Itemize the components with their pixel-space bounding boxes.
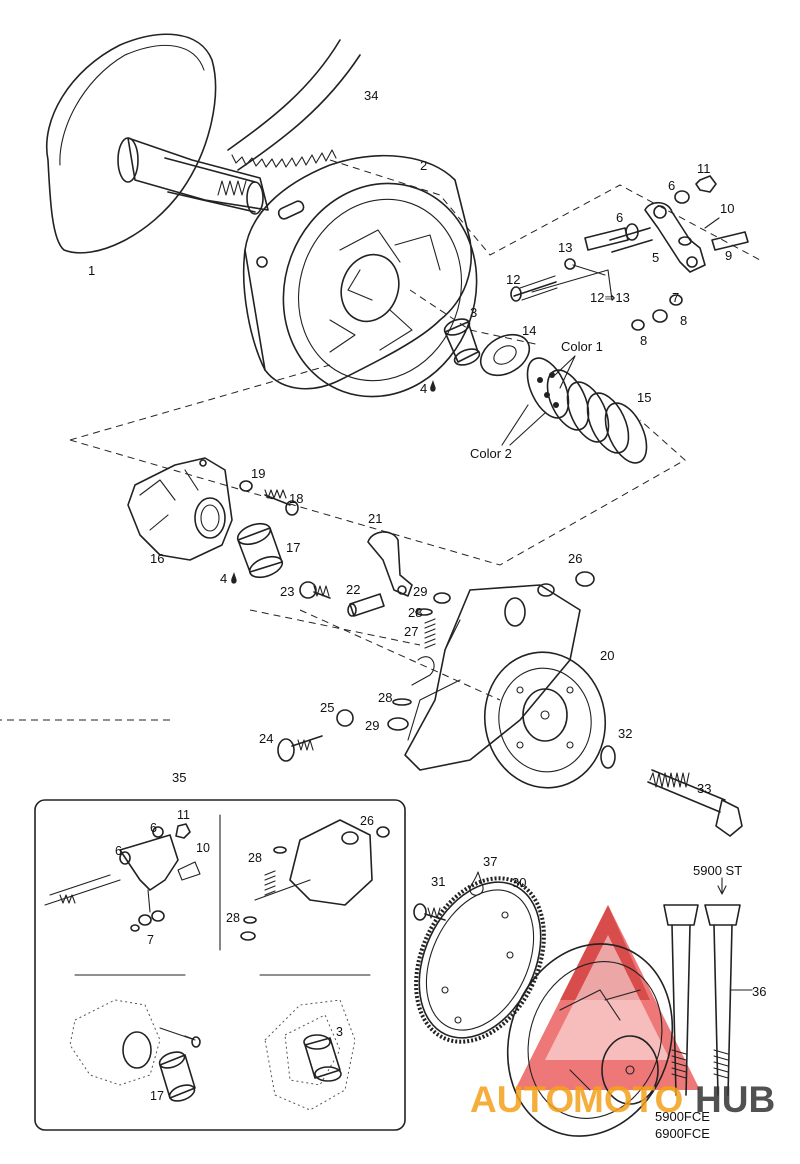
callout-32: 32 (618, 726, 632, 741)
watermark-part2: MOTO (573, 1079, 683, 1120)
part-29-cap-upper (433, 592, 451, 604)
part-26-nut (575, 571, 595, 587)
inset-callout-26: 26 (360, 814, 374, 828)
callout-3: 3 (470, 305, 477, 320)
part-34-drive-belt (227, 39, 361, 171)
watermark-part1: AUTO (470, 1079, 574, 1120)
inset-callout-28b: 28 (226, 911, 240, 925)
callout-4a: 4 (420, 381, 427, 396)
callout-16: 16 (150, 551, 164, 566)
lower-pulley-assembly (506, 943, 674, 1137)
callout-8b: 8 (640, 333, 647, 348)
callout-13: 13 (558, 240, 572, 255)
callout-18: 18 (289, 491, 303, 506)
callout-1: 1 (88, 263, 95, 278)
part-33-bolt (647, 769, 743, 837)
callout-10: 10 (720, 201, 734, 216)
callout-36: 36 (752, 984, 766, 999)
part-19-washer (239, 480, 253, 492)
callout-15: 15 (637, 390, 651, 405)
part-1-fixed-sheave (46, 33, 269, 254)
inset-callout-3: 3 (336, 1025, 343, 1039)
part-31-screw (413, 903, 446, 921)
part-21-lever (367, 531, 413, 597)
grease-drop-icon-2 (231, 572, 237, 584)
callout-26: 26 (568, 551, 582, 566)
grease-drop-icon (430, 380, 436, 392)
callout-28a: 28 (408, 605, 422, 620)
callout-12to13: 12⇒13 (590, 290, 630, 305)
callout-25: 25 (320, 700, 334, 715)
callout-17: 17 (286, 540, 300, 555)
watermark-logo (515, 905, 700, 1090)
part-16-spider (127, 457, 233, 561)
part-20-governor-cup (404, 583, 607, 789)
part-29-cap-lower (387, 717, 409, 731)
callout-29b: 29 (365, 718, 379, 733)
callout-5: 5 (652, 250, 659, 265)
inset-callout-17: 17 (150, 1089, 164, 1103)
inset-box-35 (34, 799, 406, 1131)
callout-6b: 6 (616, 210, 623, 225)
inset-callout-6b: 6 (115, 844, 122, 858)
callout-7: 7 (672, 290, 679, 305)
part-3-bushing (443, 318, 481, 366)
model-label-5900st: 5900 ST (693, 863, 742, 878)
callout-28b: 28 (378, 690, 392, 705)
part-14-washer (479, 333, 531, 377)
part-28-oring-lower (392, 698, 412, 706)
part-36-bolts (663, 877, 753, 1096)
callout-27: 27 (404, 624, 418, 639)
callout-35: 35 (172, 770, 186, 785)
callout-19: 19 (251, 466, 265, 481)
callout-21: 21 (368, 511, 382, 526)
part-24-screw (277, 735, 323, 762)
inset-callout-10: 10 (196, 841, 210, 855)
part-15-spring (526, 357, 648, 464)
part-2-movable-sheave (242, 154, 478, 398)
callout-23: 23 (280, 584, 294, 599)
model-label-5900fce: 5900FCE (655, 1109, 710, 1124)
watermark-text: AUTO MOTO HUB (470, 1079, 775, 1120)
callout-6a: 6 (668, 178, 675, 193)
label-color-1: Color 1 (561, 339, 603, 354)
inset-callout-28a: 28 (248, 851, 262, 865)
callout-4b: 4 (220, 571, 227, 586)
part-25-washer (336, 709, 354, 727)
inset-callout-6a: 6 (150, 821, 157, 835)
part-23-screw (299, 581, 331, 599)
callout-24: 24 (259, 731, 273, 746)
part-27-spring (424, 618, 436, 649)
callout-14: 14 (522, 323, 536, 338)
watermark-part3: HUB (695, 1079, 775, 1120)
callout-20: 20 (600, 648, 614, 663)
part-22-pin (347, 593, 385, 617)
part-28-oring-upper (415, 608, 433, 616)
inset-callout-11: 11 (177, 808, 190, 822)
arm-assembly-upper (510, 175, 749, 331)
callout-34: 34 (364, 88, 378, 103)
callout-labels: 1 2 3 4 5 6 6 7 8 8 9 10 11 12 12⇒13 13 … (88, 88, 766, 1141)
callout-37: 37 (483, 854, 497, 869)
callout-29a: 29 (413, 584, 427, 599)
callout-9: 9 (725, 248, 732, 263)
model-label-6900fce: 6900FCE (655, 1126, 710, 1141)
callout-12: 12 (506, 272, 520, 287)
callout-8a: 8 (680, 313, 687, 328)
callout-31: 31 (431, 874, 445, 889)
callout-22: 22 (346, 582, 360, 597)
callout-30: 30 (512, 875, 526, 890)
inset-callout-7: 7 (147, 933, 154, 947)
part-37-drop (469, 871, 484, 896)
part-30-ring-gear (414, 876, 546, 1044)
part-32-washer (600, 745, 616, 769)
callout-11: 11 (697, 161, 711, 176)
callout-2: 2 (420, 158, 427, 173)
label-color-2: Color 2 (470, 446, 512, 461)
part-18-screw (264, 489, 299, 516)
callout-33: 33 (697, 781, 711, 796)
part-17-bushing (236, 522, 284, 579)
